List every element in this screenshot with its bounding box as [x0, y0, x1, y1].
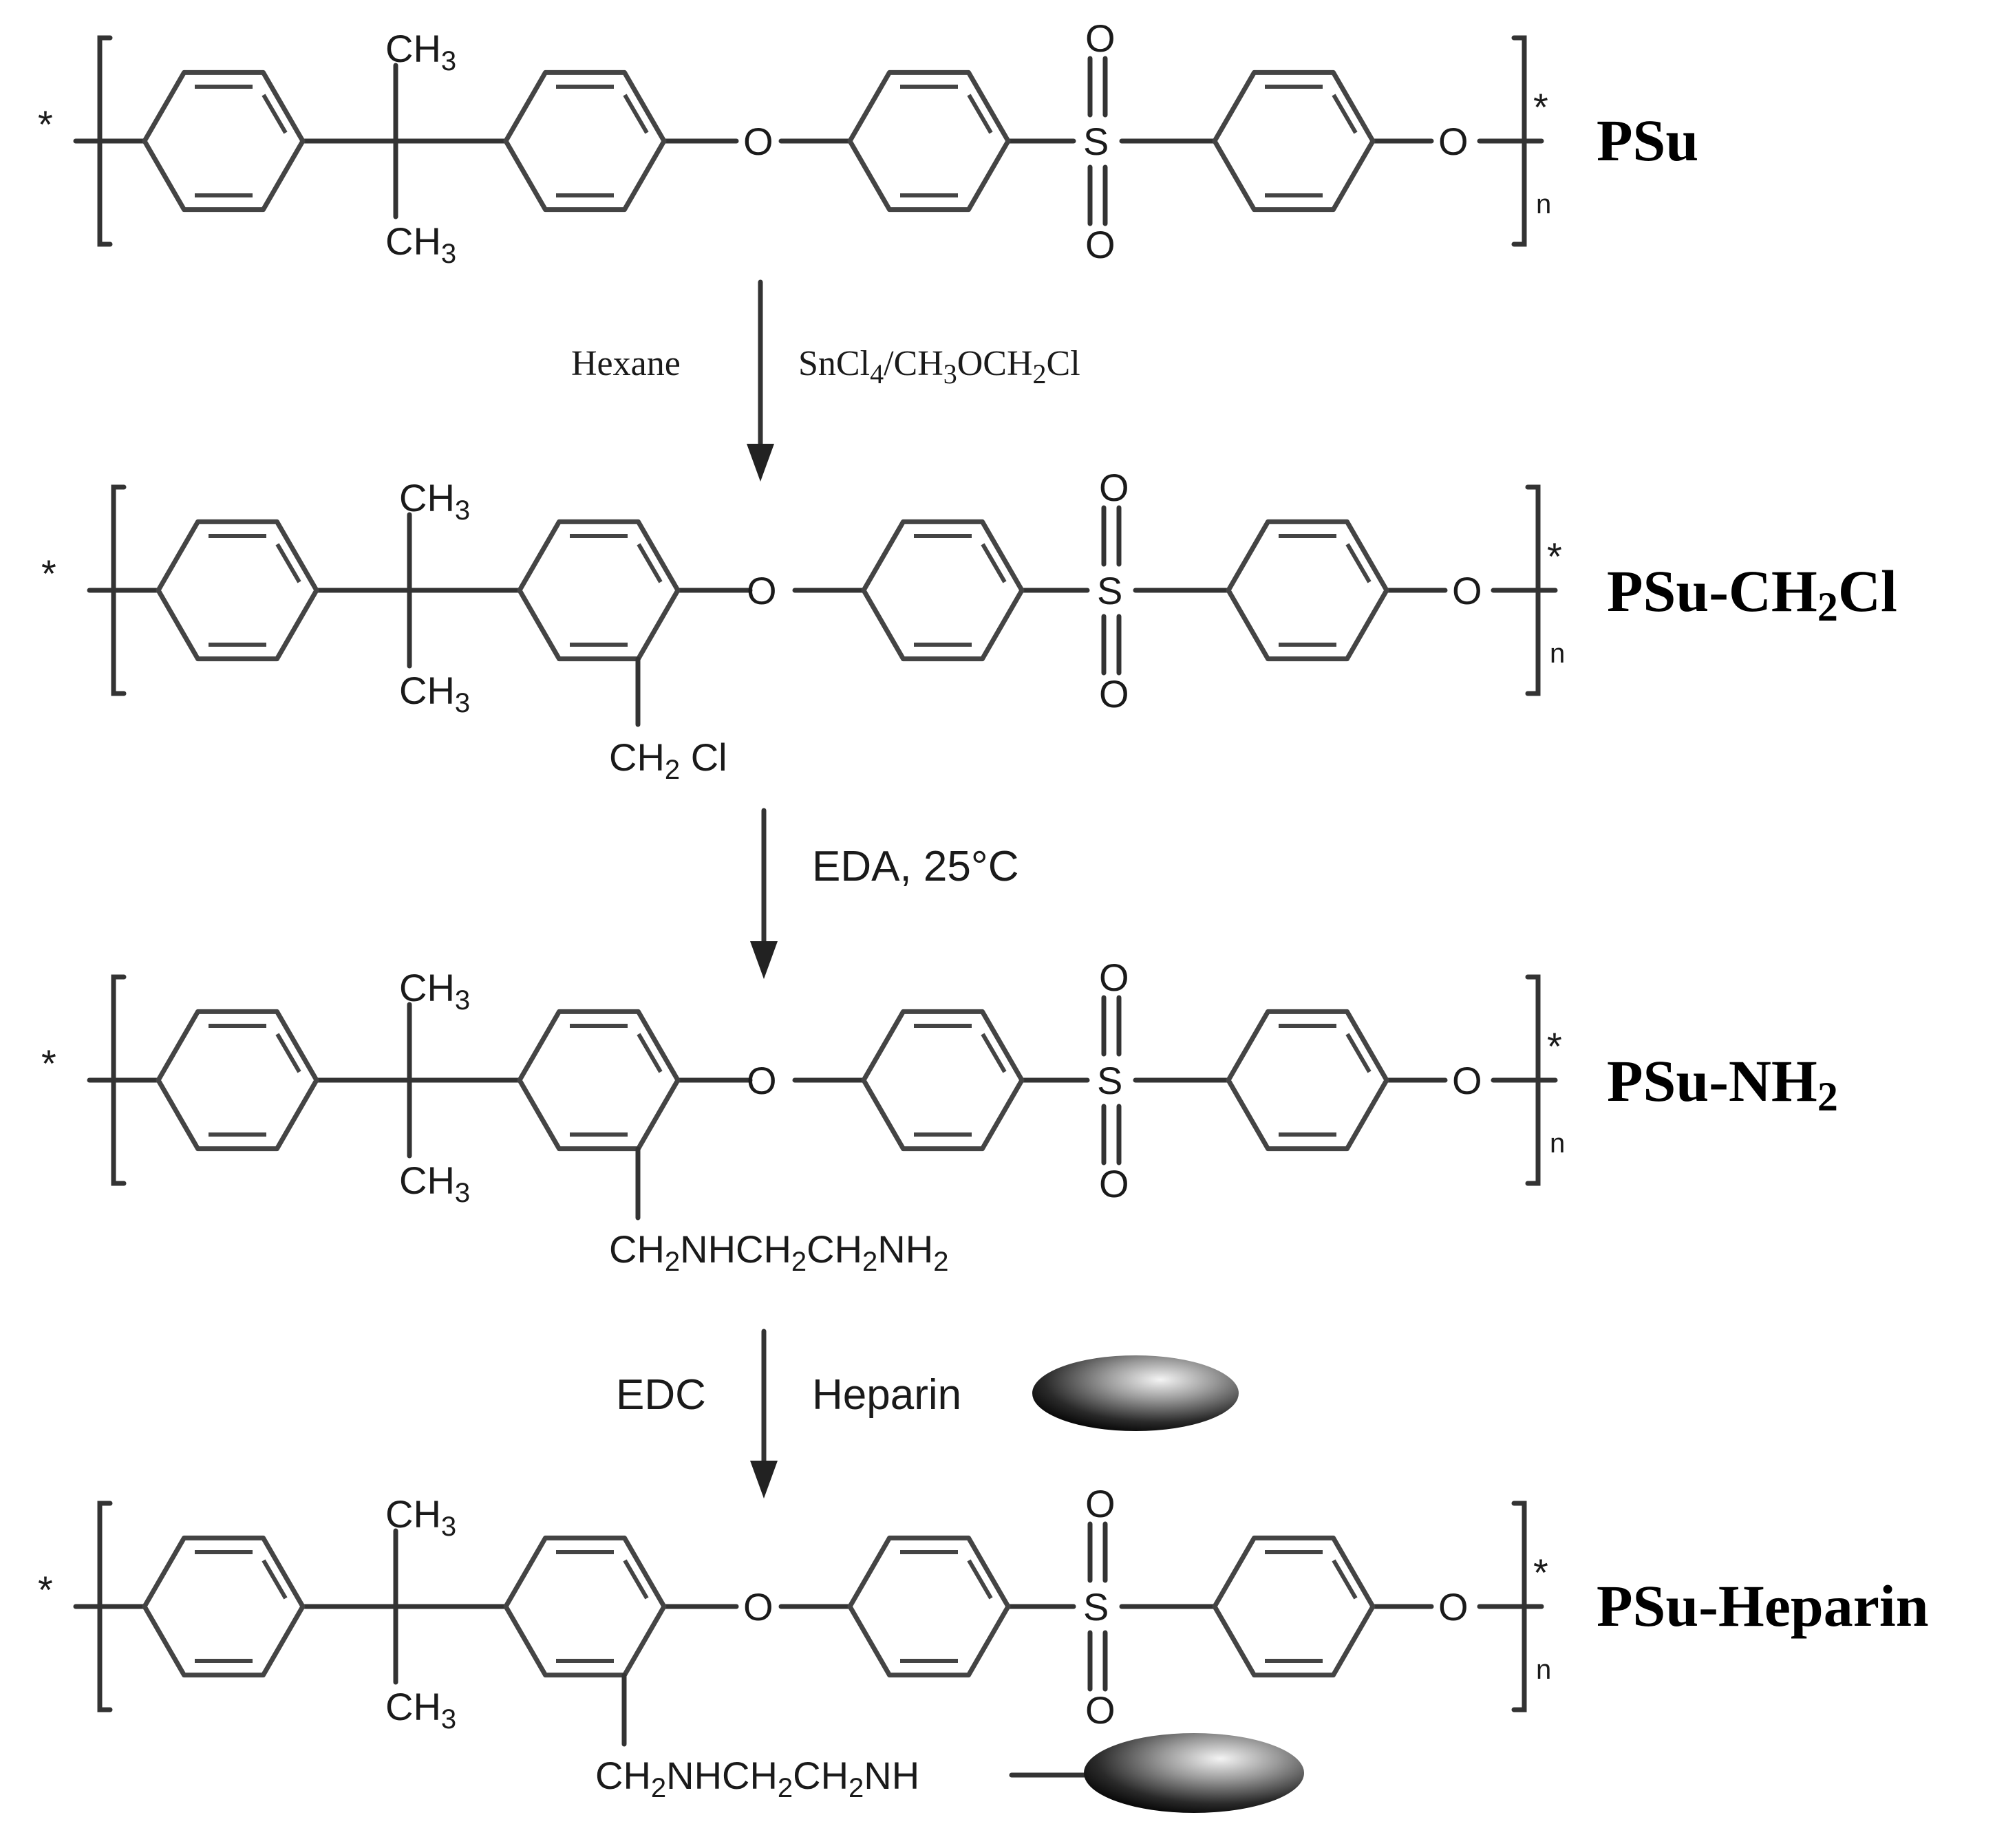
ether-oxygen: O [747, 569, 777, 612]
sulfonyl-oxygen-bottom: O [1099, 672, 1129, 716]
methyl-top: CH3 [399, 966, 470, 1016]
sulfonyl-oxygen-top: O [1085, 1482, 1116, 1525]
methyl-top: CH3 [385, 1492, 456, 1542]
ether-oxygen-end: O [1438, 1585, 1469, 1629]
methyl-bottom: CH3 [385, 219, 456, 269]
compound-psu: * CH3 CH3 O S O O O * n PSu [38, 17, 1698, 269]
arrow-head [747, 444, 774, 482]
reaction-step-1: Hexane SnCl4/CH3OCH2Cl [571, 279, 1080, 482]
step-right-condition: EDA, 25°C [812, 843, 1018, 890]
compound-label: PSu-Heparin [1597, 1573, 1929, 1639]
compound-label: PSu [1597, 107, 1698, 173]
sulfonyl-oxygen-bottom: O [1085, 223, 1116, 266]
compound-label: PSu-CH2Cl [1607, 558, 1897, 630]
sulfonyl-oxygen-top: O [1099, 956, 1129, 999]
compound-psu-ch2cl: * CH3 CH3 O S O O O * n CH2 Cl PSu-CH2Cl [41, 466, 1897, 785]
ether-oxygen: O [743, 1585, 773, 1629]
repeat-n: n [1536, 189, 1551, 219]
methyl-bottom: CH3 [385, 1685, 456, 1734]
methyl-bottom: CH3 [399, 1159, 470, 1208]
end-star-left: * [41, 1042, 56, 1085]
step-left-condition: Hexane [571, 344, 681, 383]
repeat-n: n [1550, 638, 1565, 669]
methyl-bottom: CH3 [399, 669, 470, 718]
ether-oxygen-end: O [1452, 1059, 1482, 1102]
arrow-head [750, 941, 778, 979]
heparin-icon [1032, 1355, 1239, 1431]
end-star-right: * [1547, 1024, 1562, 1068]
sulfur: S [1083, 120, 1109, 163]
ether-oxygen: O [743, 120, 773, 163]
repeat-n: n [1550, 1128, 1565, 1159]
heparin-icon [1084, 1733, 1304, 1813]
step-left-condition: EDC [616, 1371, 706, 1419]
heparin-linker-group: CH2NHCH2CH2NH [595, 1754, 919, 1803]
sulfur: S [1097, 569, 1122, 612]
reaction-step-3: EDC Heparin [616, 1329, 1239, 1498]
end-star-left: * [38, 1568, 53, 1611]
end-star-right: * [1533, 1551, 1548, 1594]
step-right-condition: SnCl4/CH3OCH2Cl [798, 344, 1080, 389]
ether-oxygen: O [747, 1059, 777, 1102]
sulfur: S [1097, 1059, 1122, 1102]
compound-label: PSu-NH2 [1607, 1048, 1838, 1119]
arrow-head [750, 1461, 778, 1498]
methyl-top: CH3 [385, 27, 456, 76]
sulfonyl-oxygen-bottom: O [1099, 1162, 1129, 1205]
chloromethyl-group: CH2 Cl [609, 735, 727, 785]
compound-psu-nh2: * CH3 CH3 O S O O O * n CH2NHCH2CH2NH2 P… [41, 956, 1838, 1277]
end-star-left: * [41, 552, 56, 595]
ether-oxygen-end: O [1452, 569, 1482, 612]
aminoethyl-group: CH2NHCH2CH2NH2 [609, 1227, 948, 1277]
end-star-right: * [1533, 85, 1548, 129]
end-star-right: * [1547, 535, 1562, 578]
compound-psu-heparin: * CH3 CH3 O S O O O * n CH2NHCH2CH2NH PS… [38, 1482, 1929, 1813]
sulfonyl-oxygen-bottom: O [1085, 1688, 1116, 1732]
end-star-left: * [38, 103, 53, 146]
sulfur: S [1083, 1585, 1109, 1629]
step-right-condition: Heparin [812, 1371, 961, 1419]
ether-oxygen-end: O [1438, 120, 1469, 163]
methyl-top: CH3 [399, 476, 470, 526]
sulfonyl-oxygen-top: O [1099, 466, 1129, 509]
repeat-n: n [1536, 1655, 1551, 1685]
sulfonyl-oxygen-top: O [1085, 17, 1116, 60]
reaction-step-2: EDA, 25°C [750, 808, 1018, 979]
